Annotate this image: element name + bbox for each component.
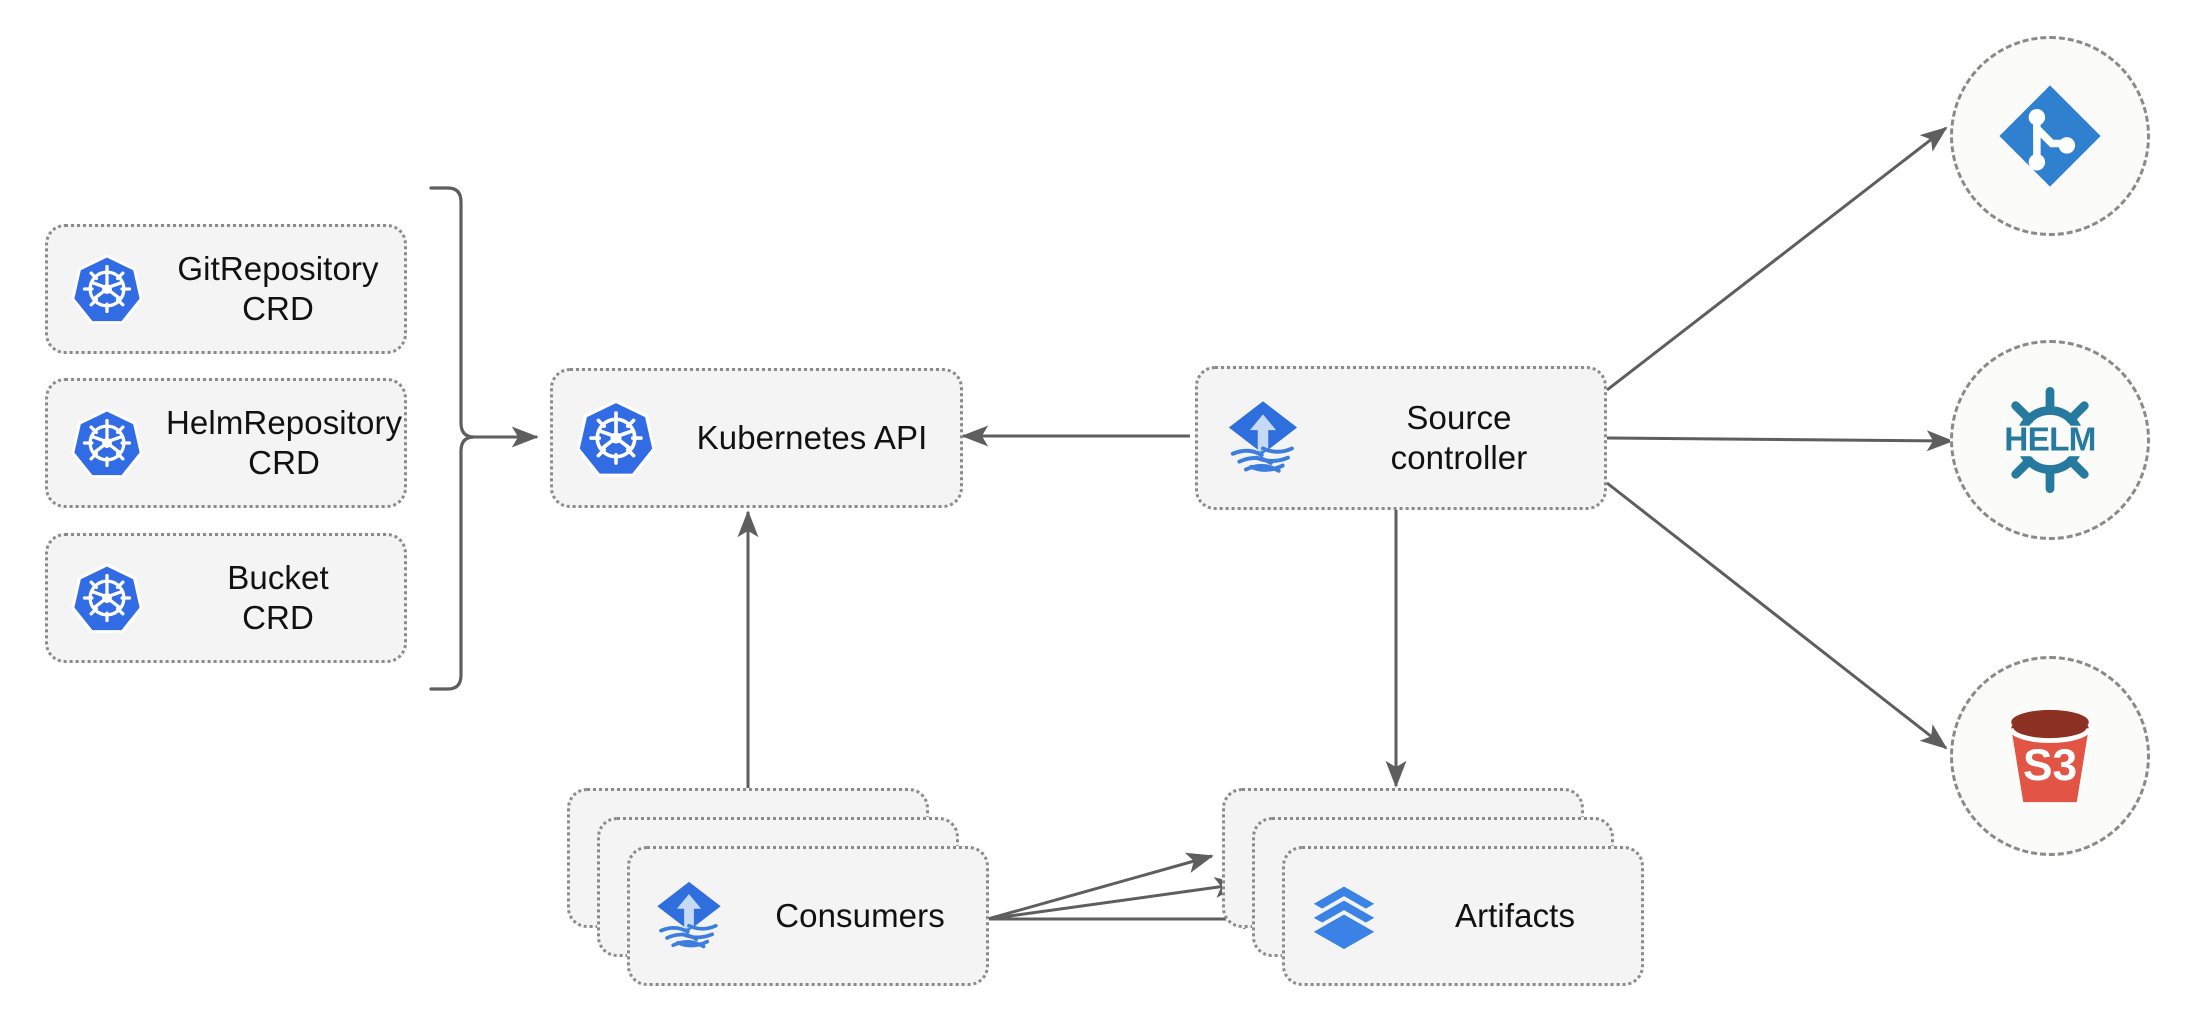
- edge-consumers-to-artifacts-1: [987, 852, 1214, 921]
- s3-wordmark: S3: [2023, 741, 2077, 790]
- consumers-label: Consumers: [775, 896, 945, 934]
- gitrepository-crd-label: GitRepository CRD: [177, 249, 379, 327]
- flux-icon: [1198, 396, 1328, 480]
- kubernetes-icon: [48, 253, 166, 325]
- git-source-circle[interactable]: [1950, 36, 2150, 236]
- bucket-crd-node[interactable]: Bucket CRD: [45, 533, 407, 663]
- kubernetes-icon: [48, 407, 166, 479]
- artifacts-node[interactable]: Artifacts: [1282, 846, 1644, 986]
- s3-bucket-icon: S3: [2008, 709, 2092, 803]
- edge-source-controller-to-s3: [1606, 481, 1948, 750]
- kubernetes-api-node[interactable]: Kubernetes API: [550, 368, 963, 508]
- helmrepository-crd-node[interactable]: HelmRepository CRD: [45, 378, 407, 508]
- kubernetes-icon: [48, 562, 166, 634]
- crd-group-brace: [429, 186, 475, 691]
- kubernetes-api-label: Kubernetes API: [696, 418, 928, 456]
- helm-source-circle[interactable]: HELM: [1950, 340, 2150, 540]
- artifacts-label: Artifacts: [1454, 896, 1576, 934]
- edge-source-controller-to-git: [1606, 126, 1948, 392]
- gitrepository-crd-node[interactable]: GitRepository CRD: [45, 224, 407, 354]
- helm-icon: HELM: [1994, 387, 2106, 493]
- consumers-node[interactable]: Consumers: [627, 846, 989, 986]
- edge-source-controller-to-helm: [1606, 430, 1954, 452]
- source-controller-label: Source controller: [1390, 398, 1528, 476]
- git-icon: [1999, 85, 2101, 187]
- helm-wordmark: HELM: [2004, 422, 2095, 459]
- bucket-crd-label: Bucket CRD: [227, 558, 329, 636]
- edge-consumers-to-artifacts-2: [987, 877, 1242, 921]
- helmrepository-crd-label: HelmRepository CRD: [166, 403, 403, 481]
- source-controller-node[interactable]: Source controller: [1195, 366, 1607, 510]
- s3-source-circle[interactable]: S3: [1950, 656, 2150, 856]
- kubernetes-icon: [553, 398, 678, 478]
- flux-icon: [630, 877, 748, 955]
- layers-icon: [1285, 877, 1403, 955]
